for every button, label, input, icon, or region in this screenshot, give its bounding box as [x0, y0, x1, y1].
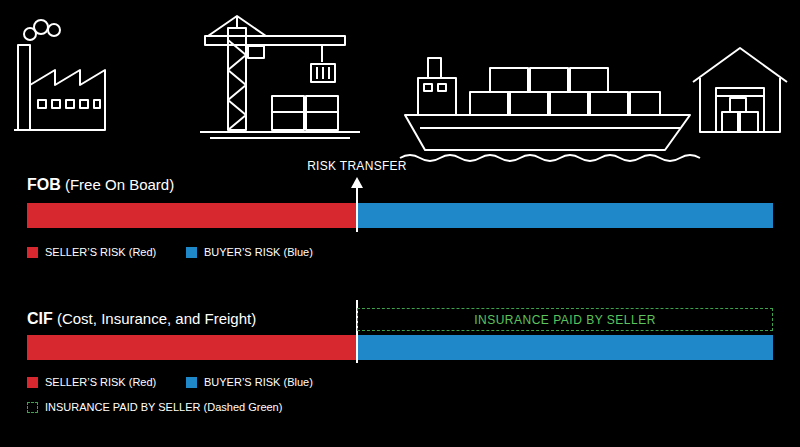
legend-swatch	[27, 247, 38, 258]
ship-icon	[400, 58, 700, 161]
insurance-label: INSURANCE PAID BY SELLER	[474, 313, 656, 327]
warehouse-icon	[693, 48, 787, 132]
insurance-box: INSURANCE PAID BY SELLER	[357, 308, 773, 331]
legend-text: SELLER’S RISK (Red)	[45, 246, 156, 258]
incoterm-code: CIF	[27, 310, 53, 327]
legend-swatch	[27, 377, 38, 388]
risk-transfer-label: RISK TRANSFER	[307, 159, 407, 173]
incoterm-code: FOB	[27, 176, 61, 193]
legend-text: INSURANCE PAID BY SELLER (Dashed Green)	[45, 401, 282, 413]
buyer-risk-bar	[357, 203, 773, 228]
legend-text: BUYER’S RISK (Blue)	[204, 246, 313, 258]
legend-item: SELLER’S RISK (Red)	[27, 376, 156, 388]
crane-icon	[200, 16, 360, 138]
risk-transfer-line	[356, 184, 358, 232]
legend-text: SELLER’S RISK (Red)	[45, 376, 156, 388]
legend-swatch	[27, 402, 38, 413]
incoterm-name: (Cost, Insurance, and Freight)	[57, 310, 256, 327]
legend-item: BUYER’S RISK (Blue)	[186, 246, 313, 258]
legend-swatch	[186, 377, 197, 388]
legend-item: BUYER’S RISK (Blue)	[186, 376, 313, 388]
legend-text: BUYER’S RISK (Blue)	[204, 376, 313, 388]
risk-transfer-arrowhead	[351, 177, 363, 188]
seller-risk-bar	[27, 335, 357, 360]
incoterm-title: CIF (Cost, Insurance, and Freight)	[27, 310, 256, 328]
spacer	[53, 310, 57, 327]
legend-item: INSURANCE PAID BY SELLER (Dashed Green)	[27, 401, 282, 413]
seller-risk-bar	[27, 203, 357, 228]
factory-icon	[14, 20, 105, 130]
incoterm-name: (Free On Board)	[65, 176, 174, 193]
legend-item: SELLER’S RISK (Red)	[27, 246, 156, 258]
spacer	[61, 176, 65, 193]
incoterm-title: FOB (Free On Board)	[27, 176, 174, 194]
legend-swatch	[186, 247, 197, 258]
buyer-risk-bar	[357, 335, 773, 360]
